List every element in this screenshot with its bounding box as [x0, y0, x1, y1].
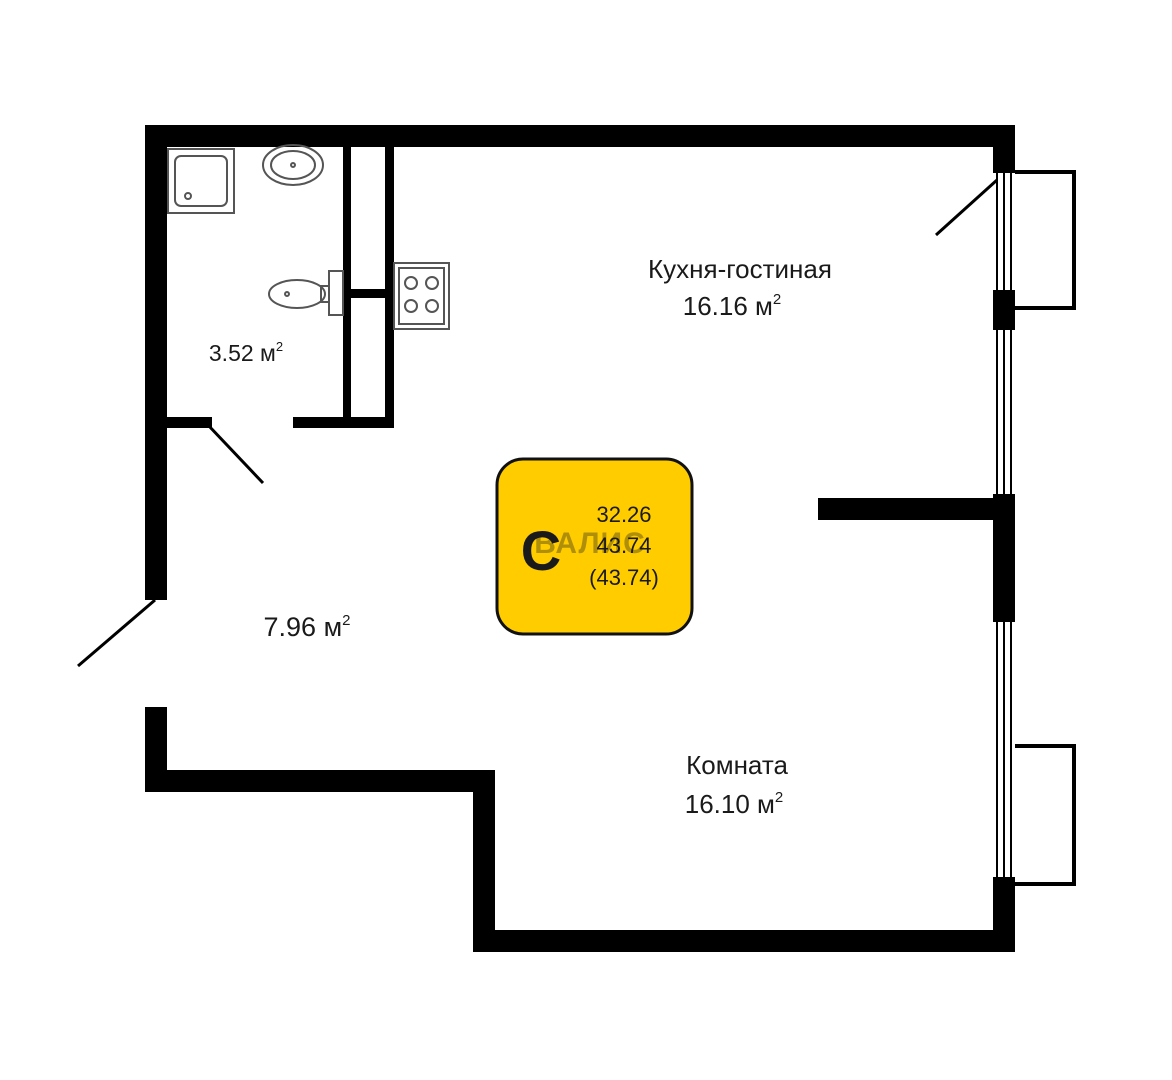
bathroom-fixtures	[167, 144, 344, 316]
sink	[262, 144, 324, 186]
total-area-alt-value: (43.74)	[589, 565, 659, 590]
balcony-bottom	[1015, 744, 1076, 886]
wall-left-upper	[145, 125, 167, 600]
apartment-badge: ВАЛИС С 32.26 43.74 (43.74)	[495, 457, 694, 636]
stove	[393, 262, 450, 330]
doors	[77, 178, 999, 668]
windows	[996, 173, 1012, 877]
door-bathroom	[206, 423, 265, 485]
shaft-wall-left	[343, 140, 351, 425]
walls	[145, 125, 1015, 952]
living-area-value: 32.26	[596, 502, 651, 527]
door-balcony	[934, 178, 999, 237]
hall-area: 7.96 м2	[264, 612, 351, 642]
wall-right-top	[993, 125, 1015, 173]
room-area: 16.10 м2	[685, 789, 784, 819]
wall-bottom	[473, 930, 1015, 952]
kitchen-area: 16.16 м2	[683, 291, 782, 321]
watermark: ВАЛИС	[534, 527, 645, 560]
shaft-wall-right	[385, 140, 394, 428]
partition-room	[818, 498, 1008, 520]
balcony-top	[1015, 170, 1076, 310]
room-name: Комната	[686, 750, 788, 780]
wall-right-pier-1	[993, 290, 1015, 330]
bath-wall-stub-left	[164, 417, 212, 428]
wall-right-bottom	[993, 877, 1015, 952]
kitchen-name: Кухня-гостиная	[648, 254, 832, 284]
bathroom-area: 3.52 м2	[209, 339, 283, 366]
badge-background	[495, 457, 694, 636]
window-room	[996, 622, 1012, 877]
toilet	[268, 270, 344, 316]
wall-step	[473, 770, 495, 952]
apartment-type-letter: С	[521, 519, 561, 582]
wall-bottom-left	[145, 770, 495, 792]
window-kitchen	[996, 173, 1012, 290]
wall-top	[145, 125, 1015, 147]
shower-tray	[167, 148, 235, 214]
window-middle	[996, 330, 1012, 494]
balconies	[1015, 170, 1076, 886]
shaft-divider	[343, 289, 393, 298]
wall-right-pier-2	[993, 494, 1015, 622]
total-area-value: 43.74	[596, 533, 651, 558]
door-entrance	[77, 598, 156, 668]
